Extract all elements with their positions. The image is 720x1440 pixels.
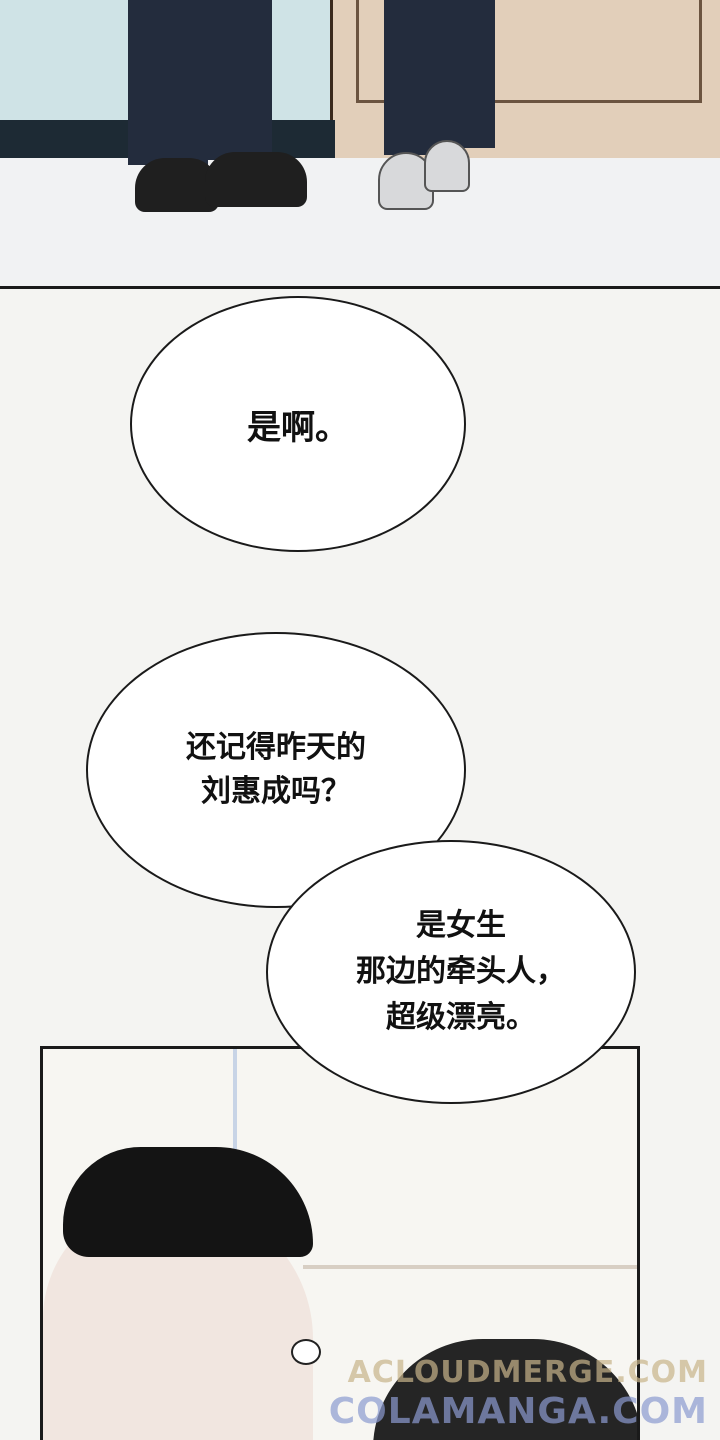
character-hair xyxy=(63,1147,313,1257)
sweat-drop-icon xyxy=(291,1339,321,1365)
tiled-floor xyxy=(0,158,720,288)
top-panel-illustration xyxy=(0,0,720,288)
black-sneaker xyxy=(205,152,307,207)
panel-divider xyxy=(0,286,720,289)
door-panel xyxy=(356,0,702,103)
bottom-panel-illustration xyxy=(40,1046,640,1440)
white-sneaker xyxy=(424,140,470,192)
watermark-text: COLAMANGA.COM xyxy=(328,1391,708,1432)
right-leg-2 xyxy=(425,0,495,148)
speech-bubble-1: 是啊。 xyxy=(130,296,466,552)
speech-bubble-3: 是女生 那边的牵头人， 超级漂亮。 xyxy=(266,840,636,1104)
left-leg-2 xyxy=(208,0,272,160)
left-leg xyxy=(128,0,208,165)
bubble-text: 还记得昨天的 刘惠成吗？ xyxy=(186,730,366,809)
wall-line xyxy=(303,1265,637,1269)
watermark-text: ACLOUDMERGE.COM xyxy=(347,1355,708,1390)
bubble-text: 是啊。 xyxy=(247,407,349,448)
bubble-text: 是女生 那边的牵头人， 超级漂亮。 xyxy=(356,908,566,1035)
